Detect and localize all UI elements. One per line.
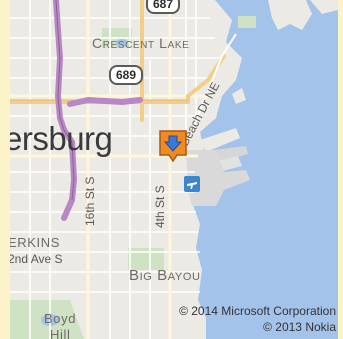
big-bayou-label: Big Bayou <box>129 267 201 284</box>
copyright-line-2: © 2013 Nokia <box>263 320 336 334</box>
city-label: ersburg <box>10 120 113 157</box>
location-pin-icon[interactable] <box>158 129 188 163</box>
perkins-label: ERKINS <box>10 235 61 250</box>
street-label-16th-st: 16th St S <box>83 176 97 226</box>
map-view[interactable]: Crescent Lake ersburg Big Bayou ERKINS B… <box>10 0 338 339</box>
boyd-hill-label-1: Boyd <box>44 311 77 326</box>
route-689-shield: 689 <box>109 65 143 85</box>
crescent-lake-label: Crescent Lake <box>92 35 190 51</box>
map-base-layer <box>10 0 338 339</box>
street-label-4th-st: 4th St S <box>153 185 167 228</box>
airport-icon <box>184 176 200 192</box>
boyd-hill-label-2: Hill <box>50 327 71 339</box>
copyright-line-1: © 2014 Microsoft Corporation <box>179 304 336 318</box>
street-label-2nd-ave: 2nd Ave S <box>10 252 63 266</box>
route-687-shield: 687 <box>146 0 180 14</box>
